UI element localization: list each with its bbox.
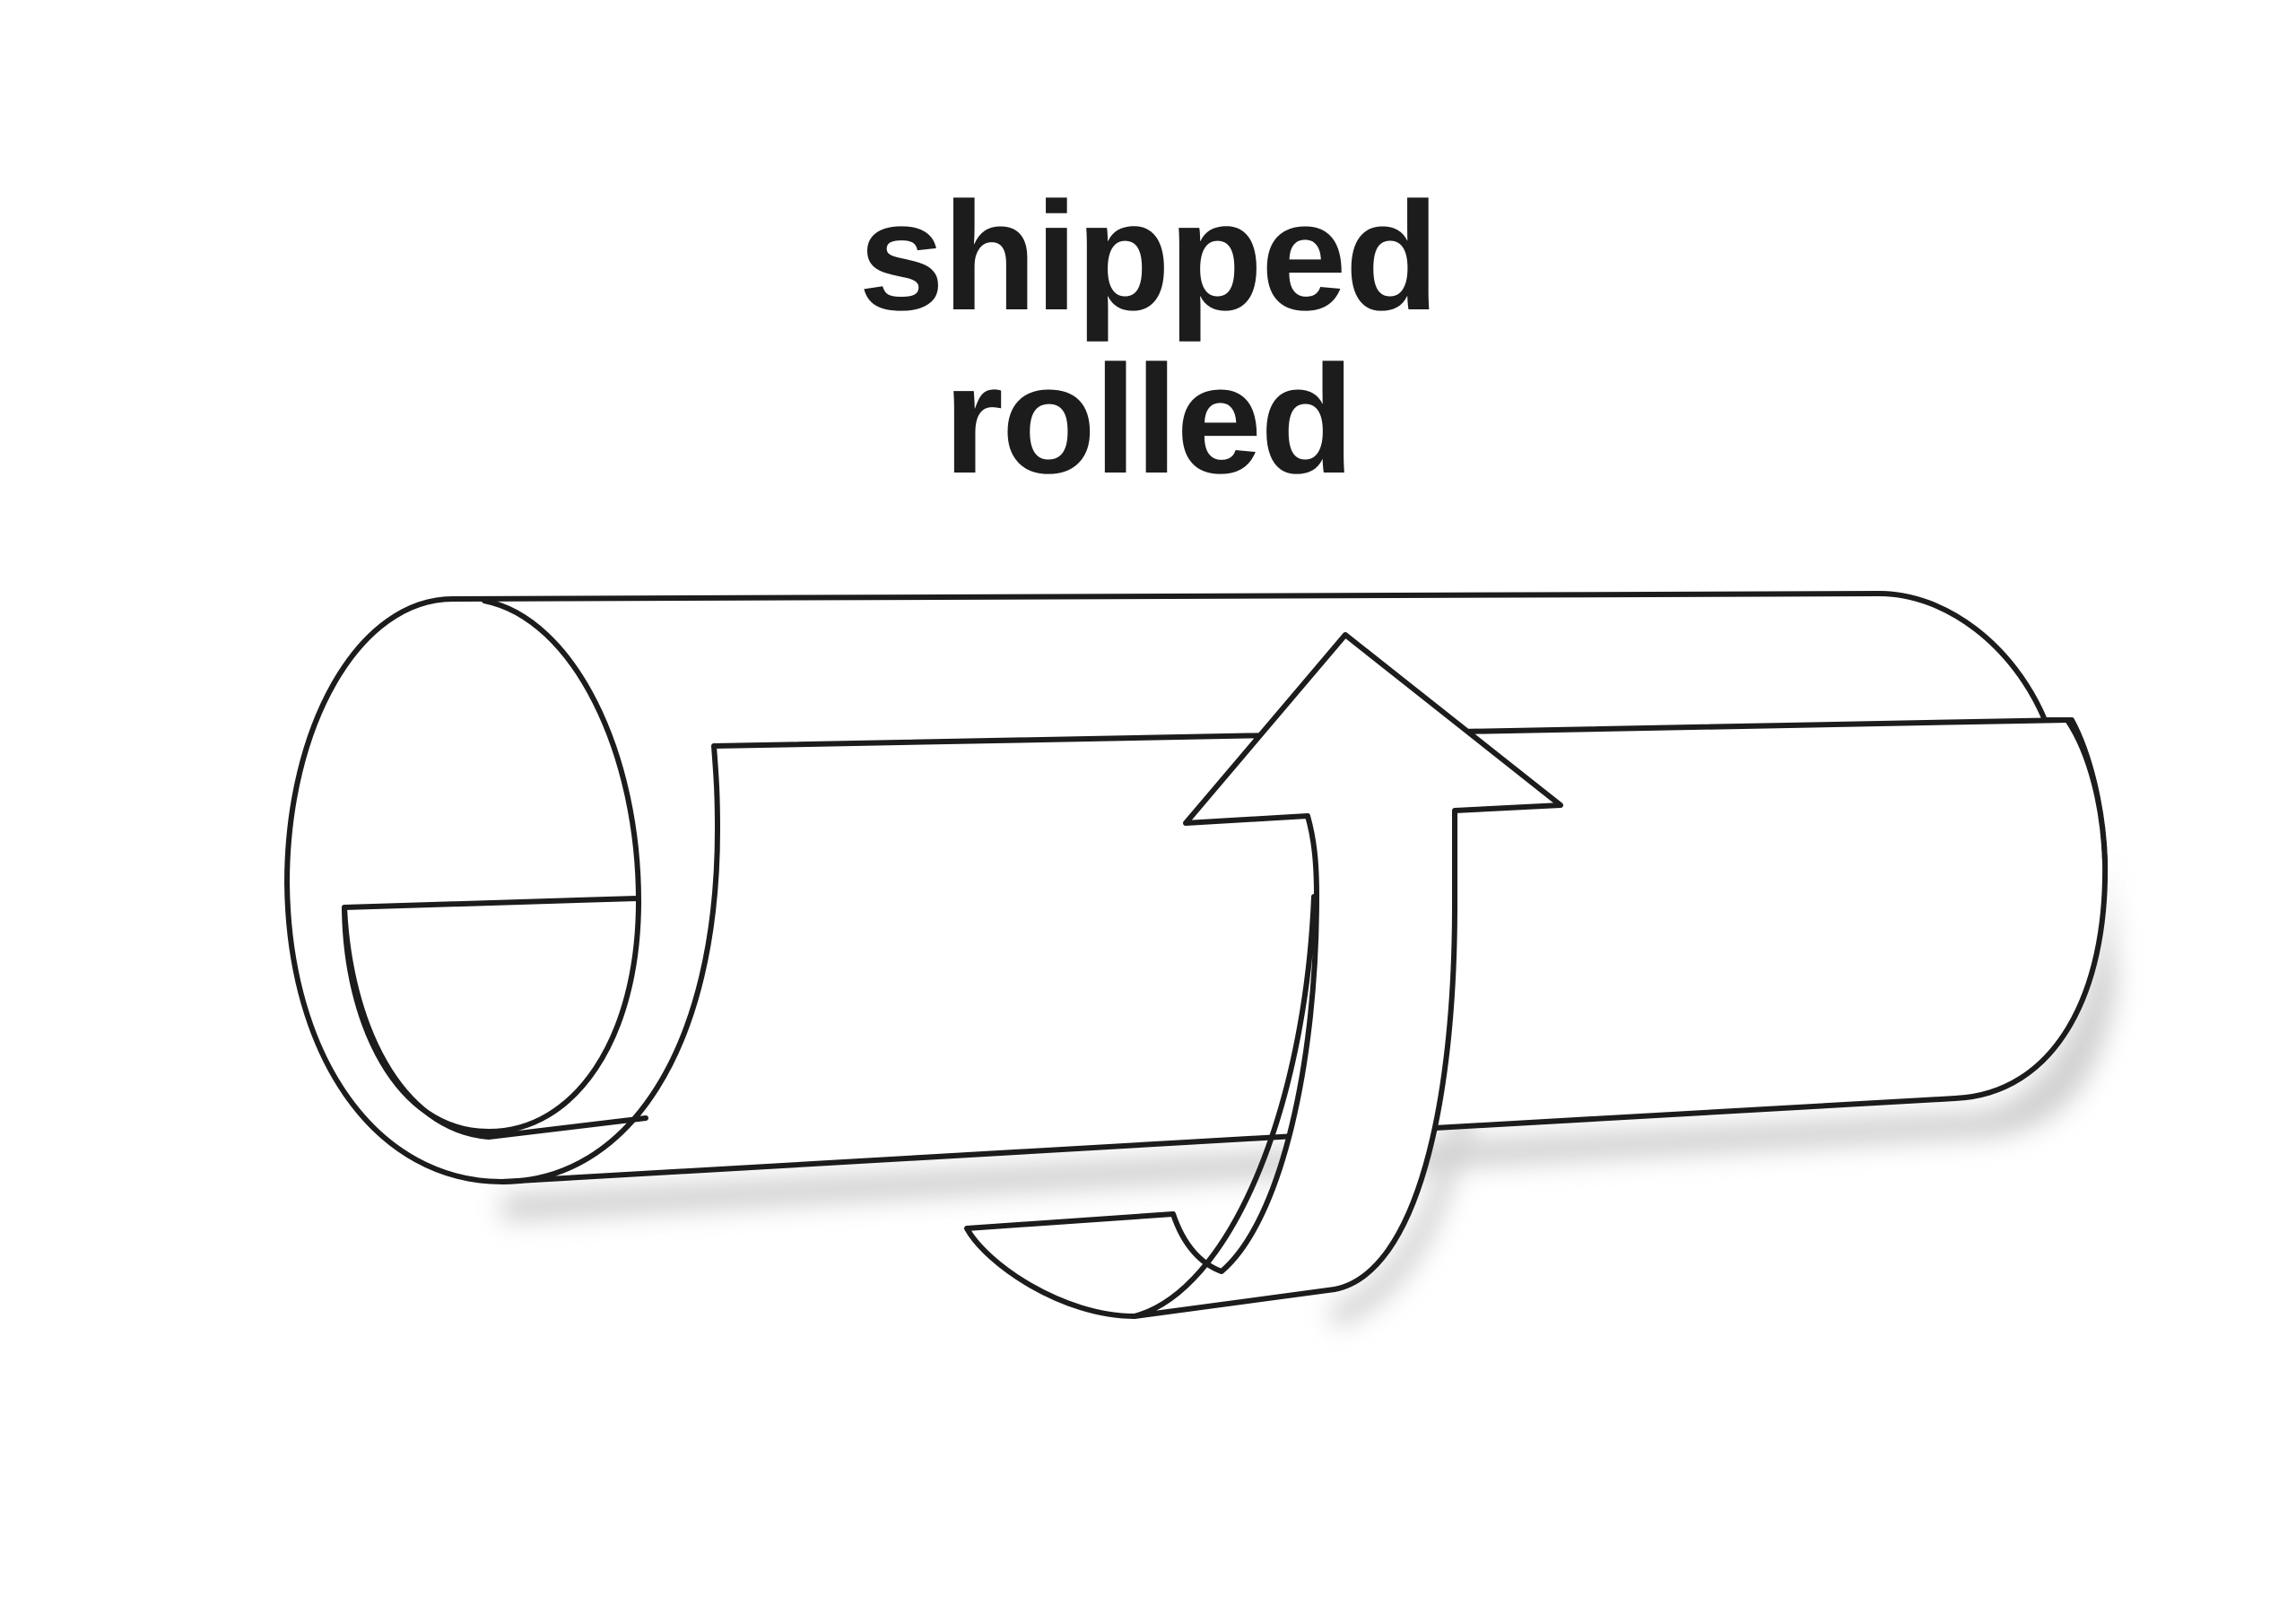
- caption-line-2: rolled: [943, 334, 1354, 506]
- tube-body: [284, 591, 2109, 1184]
- caption: shipped rolled: [0, 175, 2296, 501]
- roll-drawing: [284, 591, 2109, 1319]
- tube-end: [2065, 717, 2108, 863]
- caption-line-1: shipped: [858, 170, 1439, 343]
- inner-curl: [342, 905, 648, 1140]
- sheet-edge: [500, 717, 2070, 1184]
- roll-arrow: [964, 632, 1563, 1319]
- arrow-fold: [1132, 894, 1317, 1319]
